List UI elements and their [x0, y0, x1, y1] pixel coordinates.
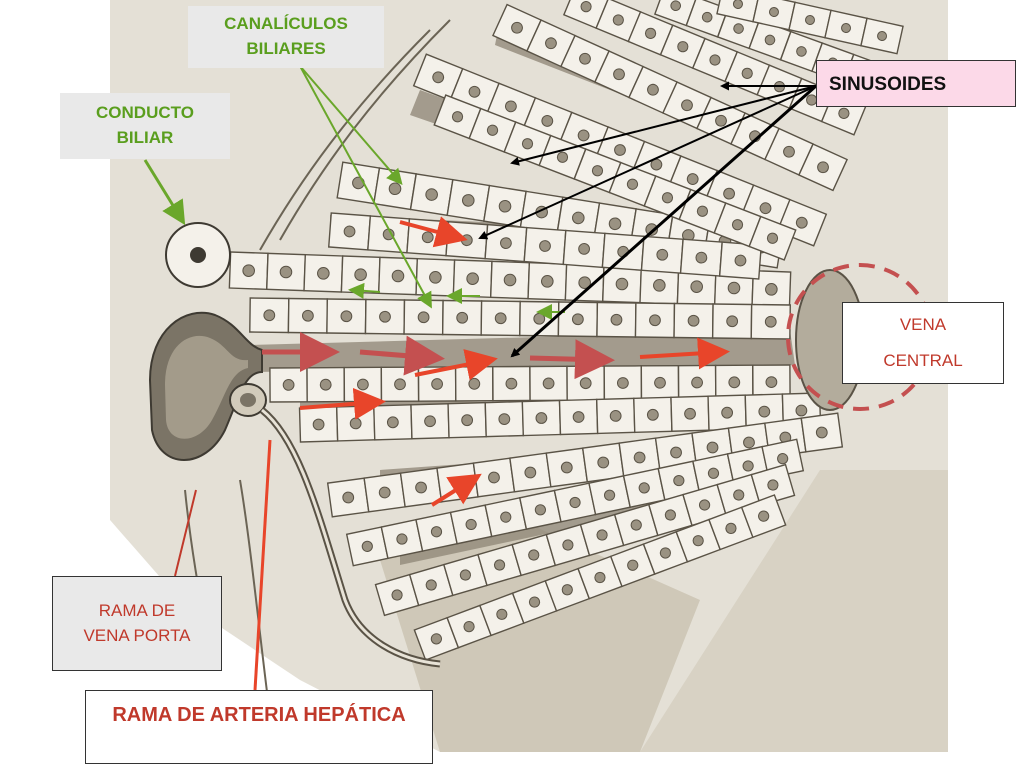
rama-arteria-hepatica-label: RAMA DE ARTERIA HEPÁTICA — [85, 690, 433, 764]
hepatocyte-cord — [326, 412, 844, 518]
portal-flow-arrow — [359, 335, 445, 376]
hepatic-artery-branch — [229, 383, 441, 668]
vena-central-label-line1: VENA — [899, 314, 947, 334]
canaliculos-label-line2: BILIARES — [246, 39, 326, 58]
conducto-biliar-label: CONDUCTO BILIAR — [60, 93, 230, 159]
arterial-flow-arrow — [414, 349, 498, 381]
canaliculos-label-line1: CANALÍCULOS — [224, 14, 348, 34]
flow-arrows — [262, 216, 730, 507]
sinusoides-label-text: SINUSOIDES — [829, 74, 947, 95]
canaliculos-biliares-label: CANALÍCULOS BILIARES — [188, 6, 384, 68]
hepatocyte-cord — [413, 494, 787, 661]
vena-central-label: VENA CENTRAL — [842, 302, 1004, 384]
arterial-flow-arrow — [299, 387, 386, 420]
rama-vena-porta-label: RAMA DE VENA PORTA — [52, 576, 222, 671]
hepatocyte-cord — [249, 297, 791, 340]
hepatocyte-cord — [716, 0, 904, 55]
sinusoid-flow-arrow — [430, 473, 482, 507]
hepatocyte-cord — [298, 392, 822, 443]
conducto-label-line2: BILIAR — [116, 128, 174, 147]
hepatocyte-cord — [269, 364, 791, 403]
sinusoid-flow-arrow — [639, 337, 730, 370]
leader-lines — [143, 65, 817, 691]
portal-flow-arrow — [529, 339, 615, 380]
rama-porta-label-line1: RAMA DE — [98, 600, 176, 620]
bile-duct — [165, 222, 231, 288]
bile-flow-arrow — [348, 282, 381, 299]
conducto-label-line1: CONDUCTO — [96, 103, 194, 123]
hepatocyte-cord — [492, 3, 849, 192]
sinusoides-label: SINUSOIDES — [816, 60, 1016, 107]
hepatocyte-cord — [374, 463, 796, 617]
hepatocyte-cord — [228, 251, 792, 309]
rama-arteria-label-text: RAMA DE ARTERIA HEPÁTICA — [112, 704, 406, 726]
sinusoid-flow-arrow — [399, 216, 468, 248]
vena-central-label-line2: CENTRAL — [883, 350, 963, 370]
portal-vein-branch — [148, 311, 263, 461]
rama-porta-label-line2: VENA PORTA — [83, 625, 191, 645]
